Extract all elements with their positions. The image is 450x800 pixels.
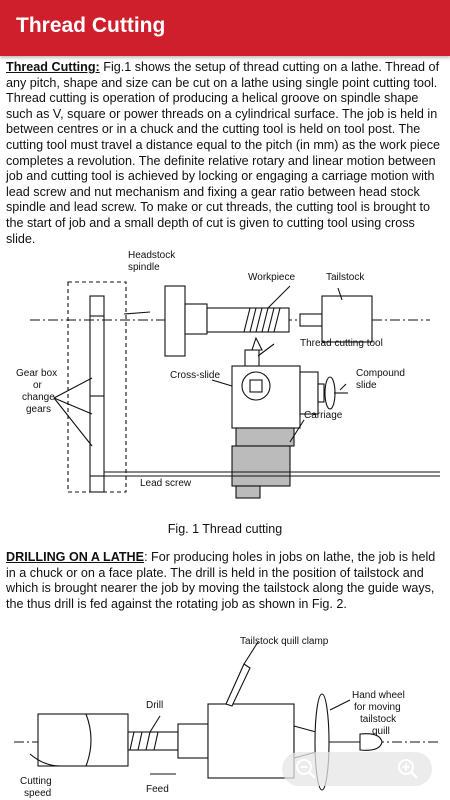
label-spindle: spindle <box>128 262 160 273</box>
label-speed: speed <box>24 788 51 799</box>
drilling-text: : For producing holes in jobs on lathe, … <box>6 550 436 611</box>
thread-cutting-figure: Headstock spindle Workpiece Tailstock Th… <box>16 250 440 499</box>
chuck <box>164 285 186 357</box>
quill-clamp-handle <box>225 663 251 707</box>
thread-cutting-heading: Thread Cutting: <box>6 60 100 74</box>
page-title: Thread Cutting <box>16 14 166 37</box>
label-headstock: Headstock <box>128 250 176 261</box>
label-workpiece: Workpiece <box>248 272 295 283</box>
drilling-heading: DRILLING ON A LATHE <box>6 550 145 564</box>
figure1-caption: Fig. 1 Thread cutting <box>167 522 283 536</box>
drilling-paragraph: DRILLING ON A LATHE: For producing holes… <box>6 550 446 612</box>
label-hand-3: tailstock <box>360 714 397 725</box>
label-hand-4: quill <box>372 726 390 737</box>
job <box>37 713 129 767</box>
thread-cutting-text: Fig.1 shows the setup of thread cutting … <box>6 60 440 246</box>
label-hand-1: Hand wheel <box>352 690 405 701</box>
app-bar: Thread Cutting <box>0 0 450 56</box>
zoom-out-icon <box>296 759 316 779</box>
label-slide: slide <box>356 380 377 391</box>
thread-cutting-paragraph: Thread Cutting: Fig.1 shows the setup of… <box>6 60 446 247</box>
zoom-out-button[interactable] <box>292 755 320 783</box>
thread-hatch <box>243 307 281 333</box>
label-gearbox-4: gears <box>26 404 51 415</box>
label-hand-2: for moving <box>354 702 401 713</box>
compound-slide <box>299 371 319 415</box>
label-gearbox-1: Gear box <box>16 368 57 379</box>
content-scroll[interactable]: Thread Cutting: Fig.1 shows the setup of… <box>0 56 450 800</box>
tailstock <box>321 295 373 343</box>
label-drill: Drill <box>146 700 163 711</box>
label-carriage: Carriage <box>304 410 343 421</box>
label-gearbox-3: change <box>22 392 55 403</box>
drill <box>127 731 179 751</box>
label-lead-screw: Lead screw <box>140 478 192 489</box>
label-thread-tool: Thread cutting tool <box>300 338 383 349</box>
label-cutting: Cutting <box>20 776 52 787</box>
tailstock-body <box>207 703 295 779</box>
zoom-in-icon <box>398 759 418 779</box>
zoom-in-button[interactable] <box>394 755 422 783</box>
label-compound: Compound <box>356 368 405 379</box>
cross-slide <box>231 365 301 429</box>
label-tailstock: Tailstock <box>326 272 365 283</box>
label-feed: Feed <box>146 784 169 795</box>
carriage <box>231 427 295 499</box>
gear-stack <box>89 295 105 493</box>
drilling-figure: Tailstock quill clamp Drill Hand wheel f… <box>14 636 440 799</box>
label-gearbox-2: or <box>33 380 43 391</box>
zoom-controls <box>282 752 432 786</box>
label-cross-slide: Cross-slide <box>170 370 220 381</box>
label-quill-clamp: Tailstock quill clamp <box>240 636 329 647</box>
